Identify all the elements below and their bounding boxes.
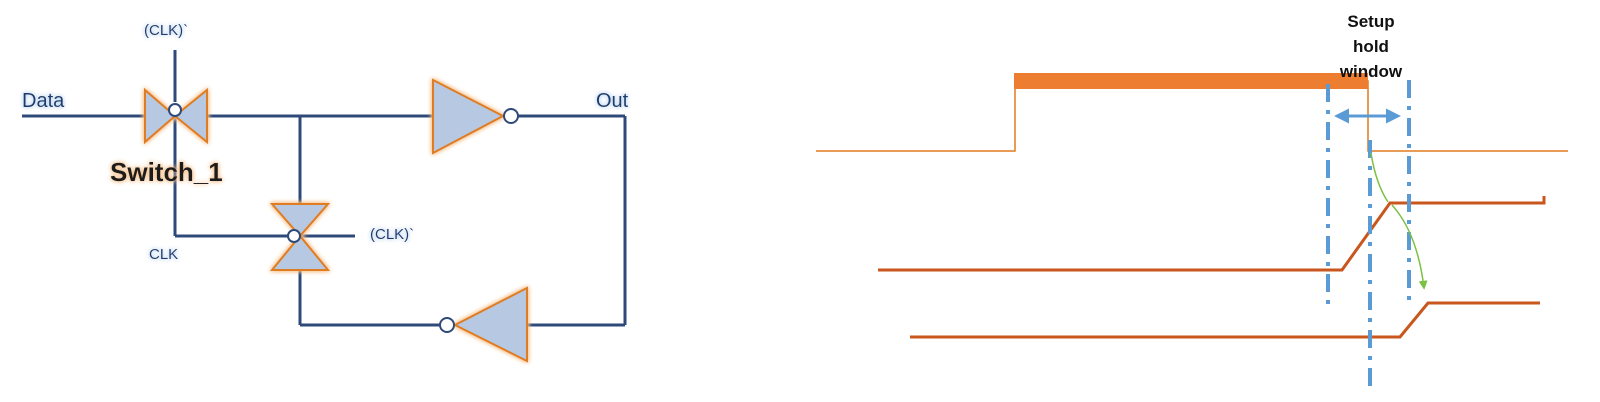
switch-2-transmission-gate (269, 203, 331, 271)
switch-1-transmission-gate (144, 87, 208, 145)
latch-node-waveform (878, 196, 1546, 272)
switch-1-label: Switch_1 (110, 157, 223, 187)
window-caption-line-1: Setup (1347, 12, 1394, 31)
window-caption-line-3: window (1339, 62, 1403, 81)
data-label: Data (22, 90, 65, 112)
clk-bar-top-label: (CLK)` (144, 22, 188, 39)
forward-inverter (432, 78, 506, 155)
output-waveform (910, 301, 1540, 339)
window-caption-line-2: hold (1353, 37, 1389, 56)
latch-to-output-arrow (1391, 204, 1428, 290)
forward-inverter-bubble (503, 108, 519, 124)
clk-label: CLK (149, 246, 178, 263)
timing-diagram: Setup hold window (816, 12, 1568, 388)
feedback-inverter (452, 286, 528, 363)
feedback-inverter-bubble (439, 317, 455, 333)
switch-2-gate-bubble (287, 229, 301, 243)
data-pulse-waveform (816, 80, 1568, 152)
clk-bar-right-label: (CLK)` (370, 226, 414, 243)
out-label: Out (596, 90, 629, 112)
switch-1-gate-bubble (168, 103, 182, 117)
data-valid-bar (1014, 73, 1368, 89)
latch-circuit: Data Out (CLK)` (CLK)` CLK Switch_1 (22, 22, 629, 363)
clock-to-latch-arrow (1370, 152, 1389, 203)
